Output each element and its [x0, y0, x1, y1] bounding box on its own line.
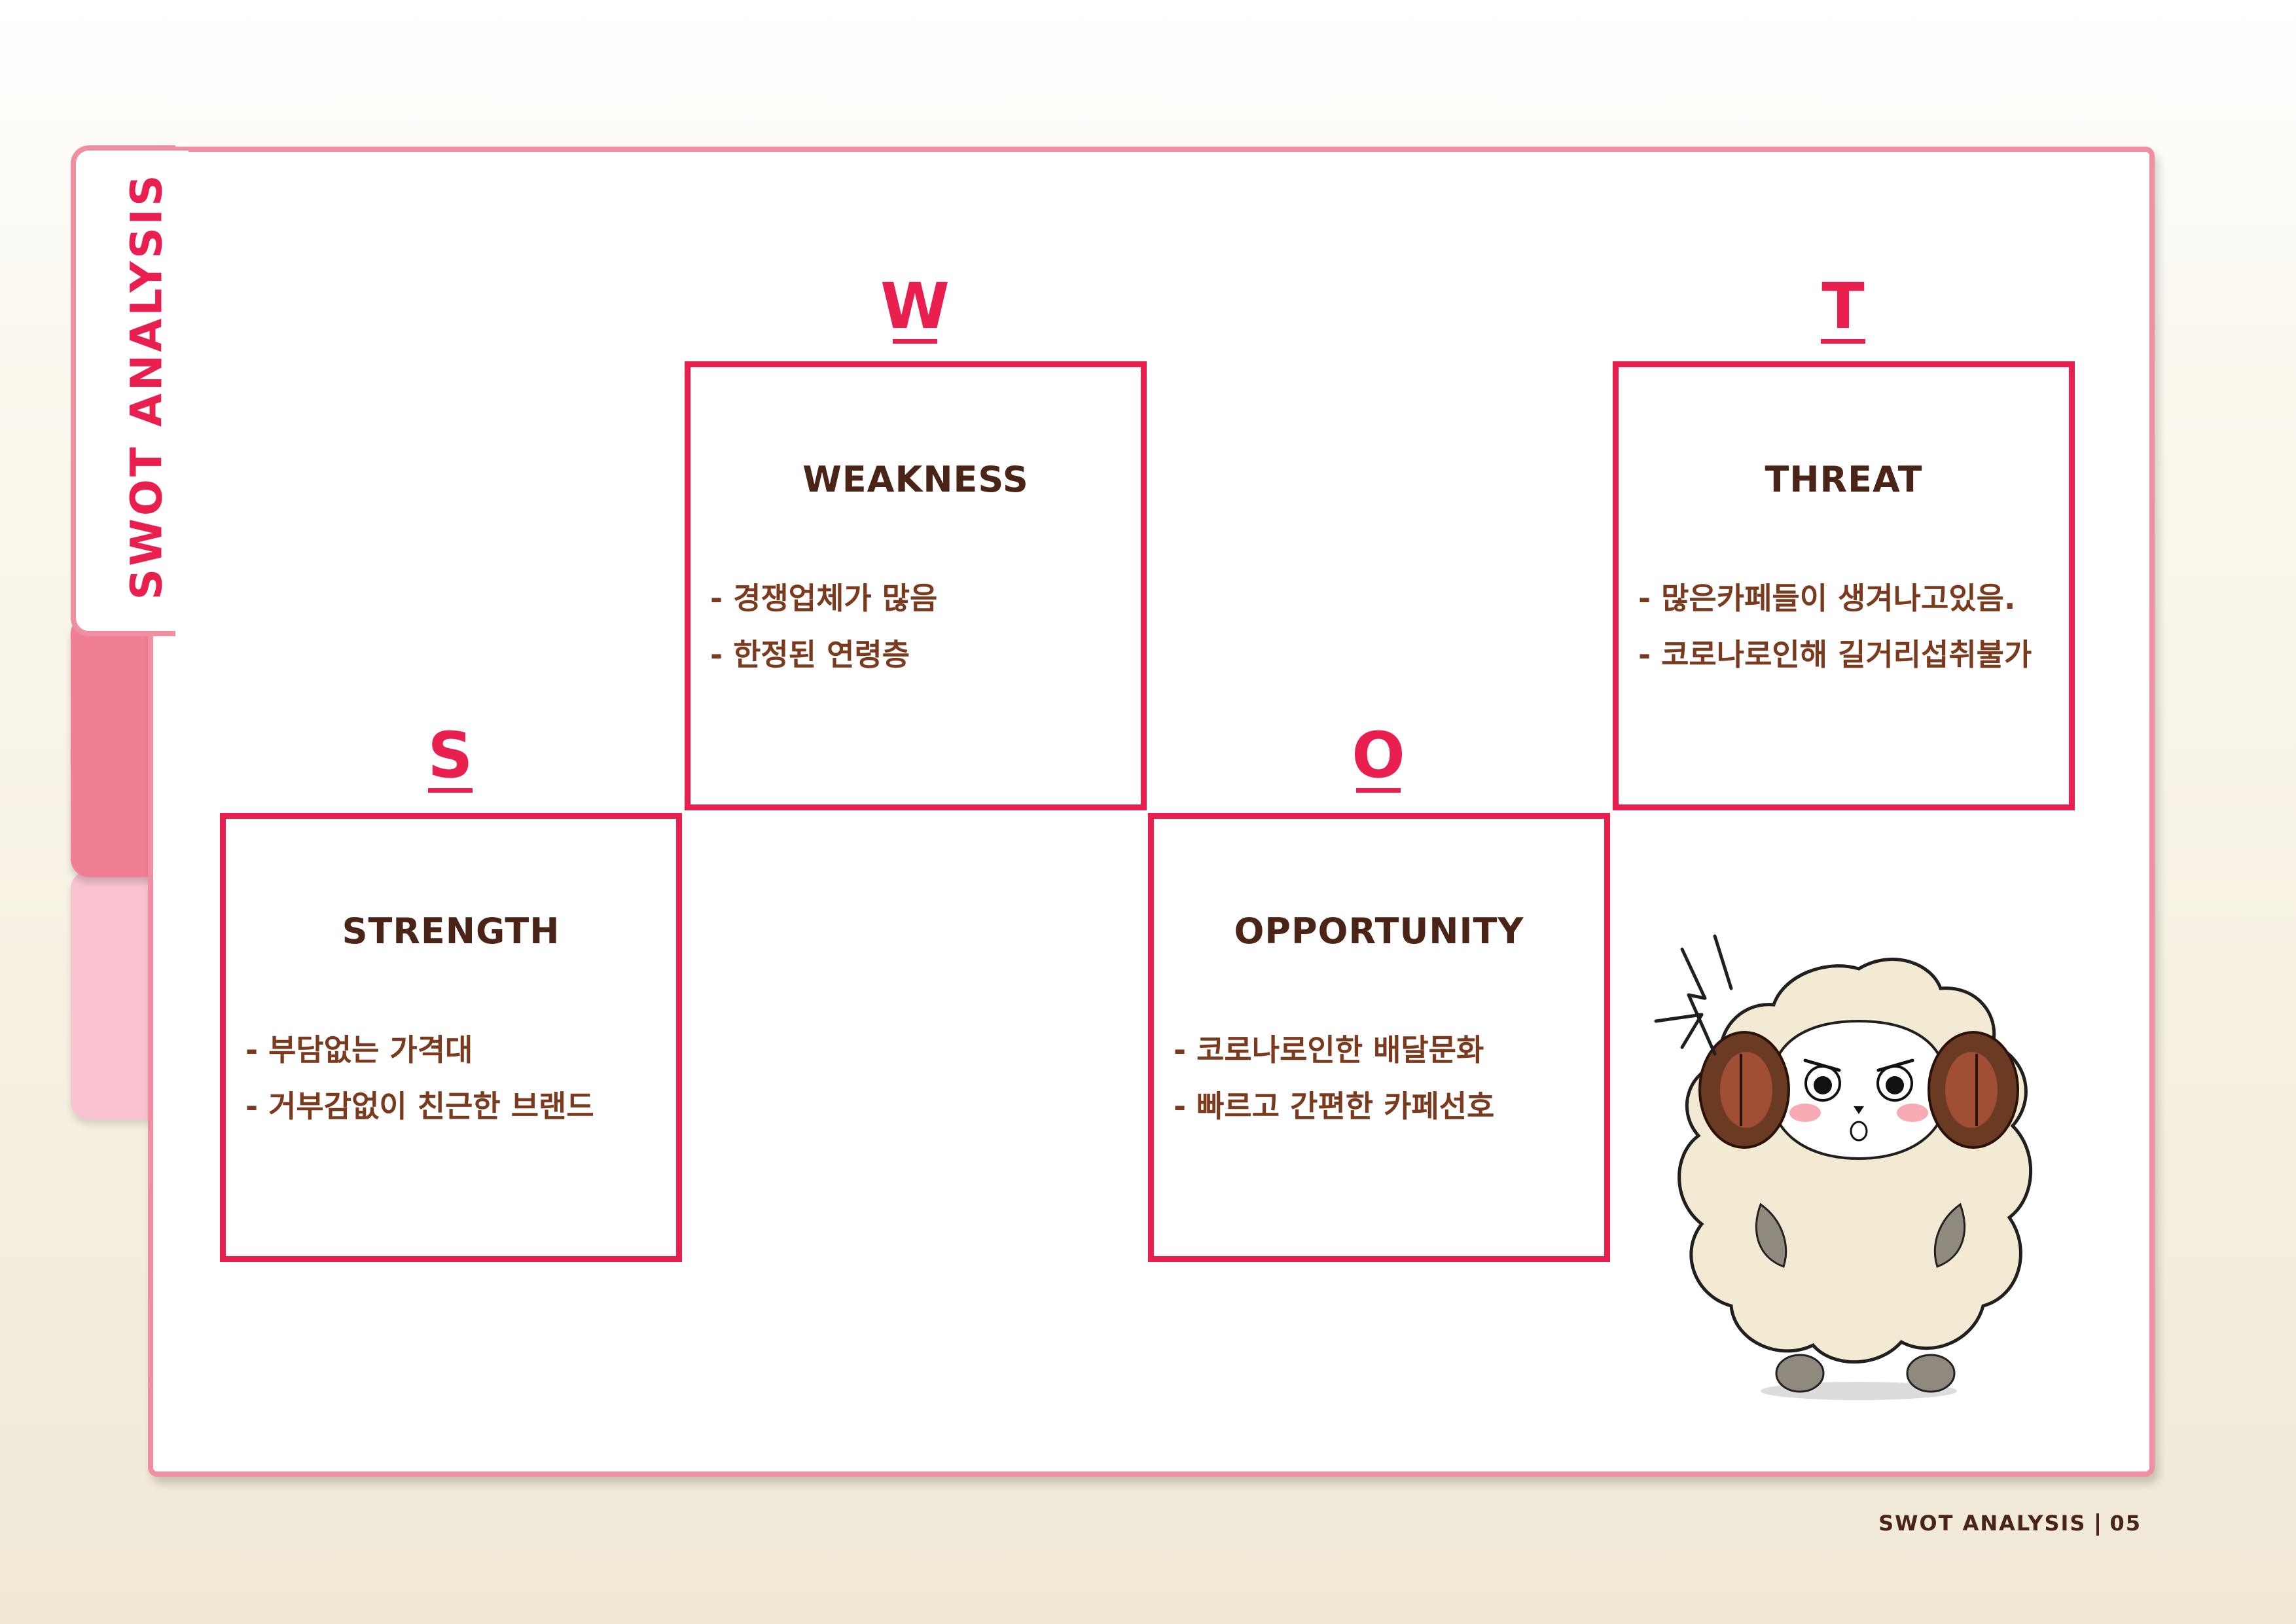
strength-item: - 부담없는 가격대	[245, 1032, 473, 1068]
swot-letter-s-underline	[428, 788, 473, 793]
strength-box: STRENGTH - 부담없는 가격대 - 거부감없이 친근한 브랜드	[220, 813, 682, 1262]
weakness-item: - 경쟁업체가 많음	[710, 581, 938, 616]
weakness-box: WEAKNESS - 경쟁업체가 많음 - 한정된 연령층	[685, 361, 1147, 810]
opportunity-item: - 빠르고 간편한 카페선호	[1174, 1089, 1495, 1124]
page-footer: SWOT ANALYSIS 05	[1878, 1511, 2142, 1536]
threat-box: THREAT - 많은카페들이 생겨나고있음. - 코로나로인해 길거리섭취불가	[1613, 361, 2075, 810]
threat-list: - 많은카페들이 생겨나고있음. - 코로나로인해 길거리섭취불가	[1638, 570, 2032, 683]
sheep-mascot-icon	[1654, 934, 2032, 1400]
strength-title: STRENGTH	[342, 911, 560, 952]
threat-title: THREAT	[1765, 459, 1923, 500]
opportunity-item: - 코로나로인한 배달문화	[1174, 1032, 1484, 1068]
swot-letter-t-underline	[1821, 339, 1865, 344]
footer-page-number: 05	[2109, 1511, 2142, 1536]
swot-letter-s: S	[427, 719, 473, 792]
swot-letter-o: O	[1352, 719, 1405, 792]
swot-letter-t: T	[1821, 270, 1865, 343]
weakness-title: WEAKNESS	[802, 459, 1029, 500]
side-tab-label: SWOT ANALYSIS	[121, 172, 172, 600]
side-tab-active[interactable]	[71, 145, 175, 636]
footer-divider	[2096, 1513, 2100, 1536]
opportunity-box: OPPORTUNITY - 코로나로인한 배달문화 - 빠르고 간편한 카페선호	[1148, 813, 1610, 1262]
opportunity-title: OPPORTUNITY	[1234, 911, 1524, 952]
swot-letter-o-underline	[1356, 788, 1401, 793]
threat-item: - 많은카페들이 생겨나고있음.	[1638, 581, 2016, 616]
footer-section: SWOT ANALYSIS	[1878, 1511, 2087, 1536]
opportunity-list: - 코로나로인한 배달문화 - 빠르고 간편한 카페선호	[1174, 1022, 1494, 1134]
side-tab-active-fill	[71, 151, 188, 631]
weakness-item: - 한정된 연령층	[710, 637, 910, 672]
weakness-list: - 경쟁업체가 많음 - 한정된 연령층	[710, 570, 937, 683]
strength-list: - 부담없는 가격대 - 거부감없이 친근한 브랜드	[245, 1022, 594, 1134]
swot-letter-w: W	[880, 270, 950, 343]
strength-item: - 거부감없이 친근한 브랜드	[245, 1089, 594, 1124]
threat-item: - 코로나로인해 길거리섭취불가	[1638, 637, 2032, 672]
swot-letter-w-underline	[893, 339, 937, 344]
